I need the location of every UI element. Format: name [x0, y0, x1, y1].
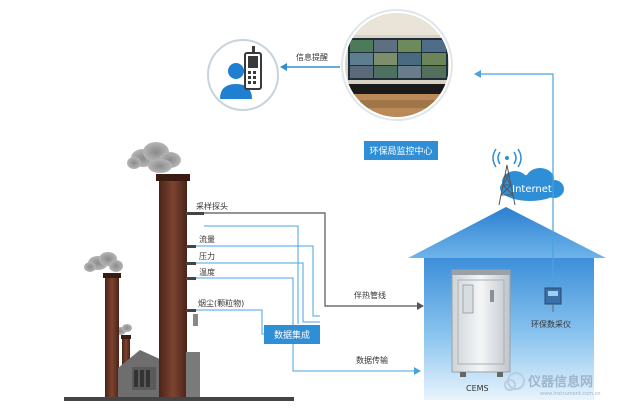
sampling-probe-label: 采样探头: [196, 201, 228, 211]
dust-label: 烟尘(颗粒物): [198, 298, 244, 308]
factory: [64, 174, 294, 401]
data-collector-device: [544, 287, 562, 312]
monitoring-center-label: 环保局监控中心: [369, 145, 432, 157]
info-alert-arrow: [280, 63, 340, 71]
watermark-logo: [504, 372, 525, 391]
monitoring-center-label-bg: [364, 141, 438, 160]
antenna-tower-icon: [492, 148, 522, 206]
info-alert-label: 信息提醒: [296, 52, 328, 62]
sensor-probes: [186, 212, 204, 326]
data-transmission-arrow-head: [414, 367, 421, 375]
data-integration-label: 数据集成: [274, 329, 310, 341]
internet-label: Internet: [512, 184, 552, 195]
monitoring-center-image: [341, 9, 453, 121]
pressure-label: 压力: [199, 251, 215, 261]
data-transmission-label: 数据传输: [356, 355, 388, 365]
cems-label: CEMS: [466, 384, 489, 393]
data-integration-box: [264, 325, 320, 344]
watermark-url: www.instrument.com.cn: [540, 391, 601, 397]
data-collector-label: 环保数采仪: [531, 319, 571, 329]
flow-label: 流量: [199, 234, 215, 244]
heat-trace-pipe: [204, 212, 424, 310]
cems-cabinet: [451, 269, 511, 377]
user-phone-icon: [207, 39, 279, 111]
watermark-text: 仪器信息网: [527, 374, 593, 390]
heat-trace-pipe-label: 伴热管线: [354, 290, 386, 300]
temperature-label: 温度: [199, 267, 215, 277]
smoke-icon: [84, 142, 181, 335]
uplink-arrow: [474, 70, 554, 290]
